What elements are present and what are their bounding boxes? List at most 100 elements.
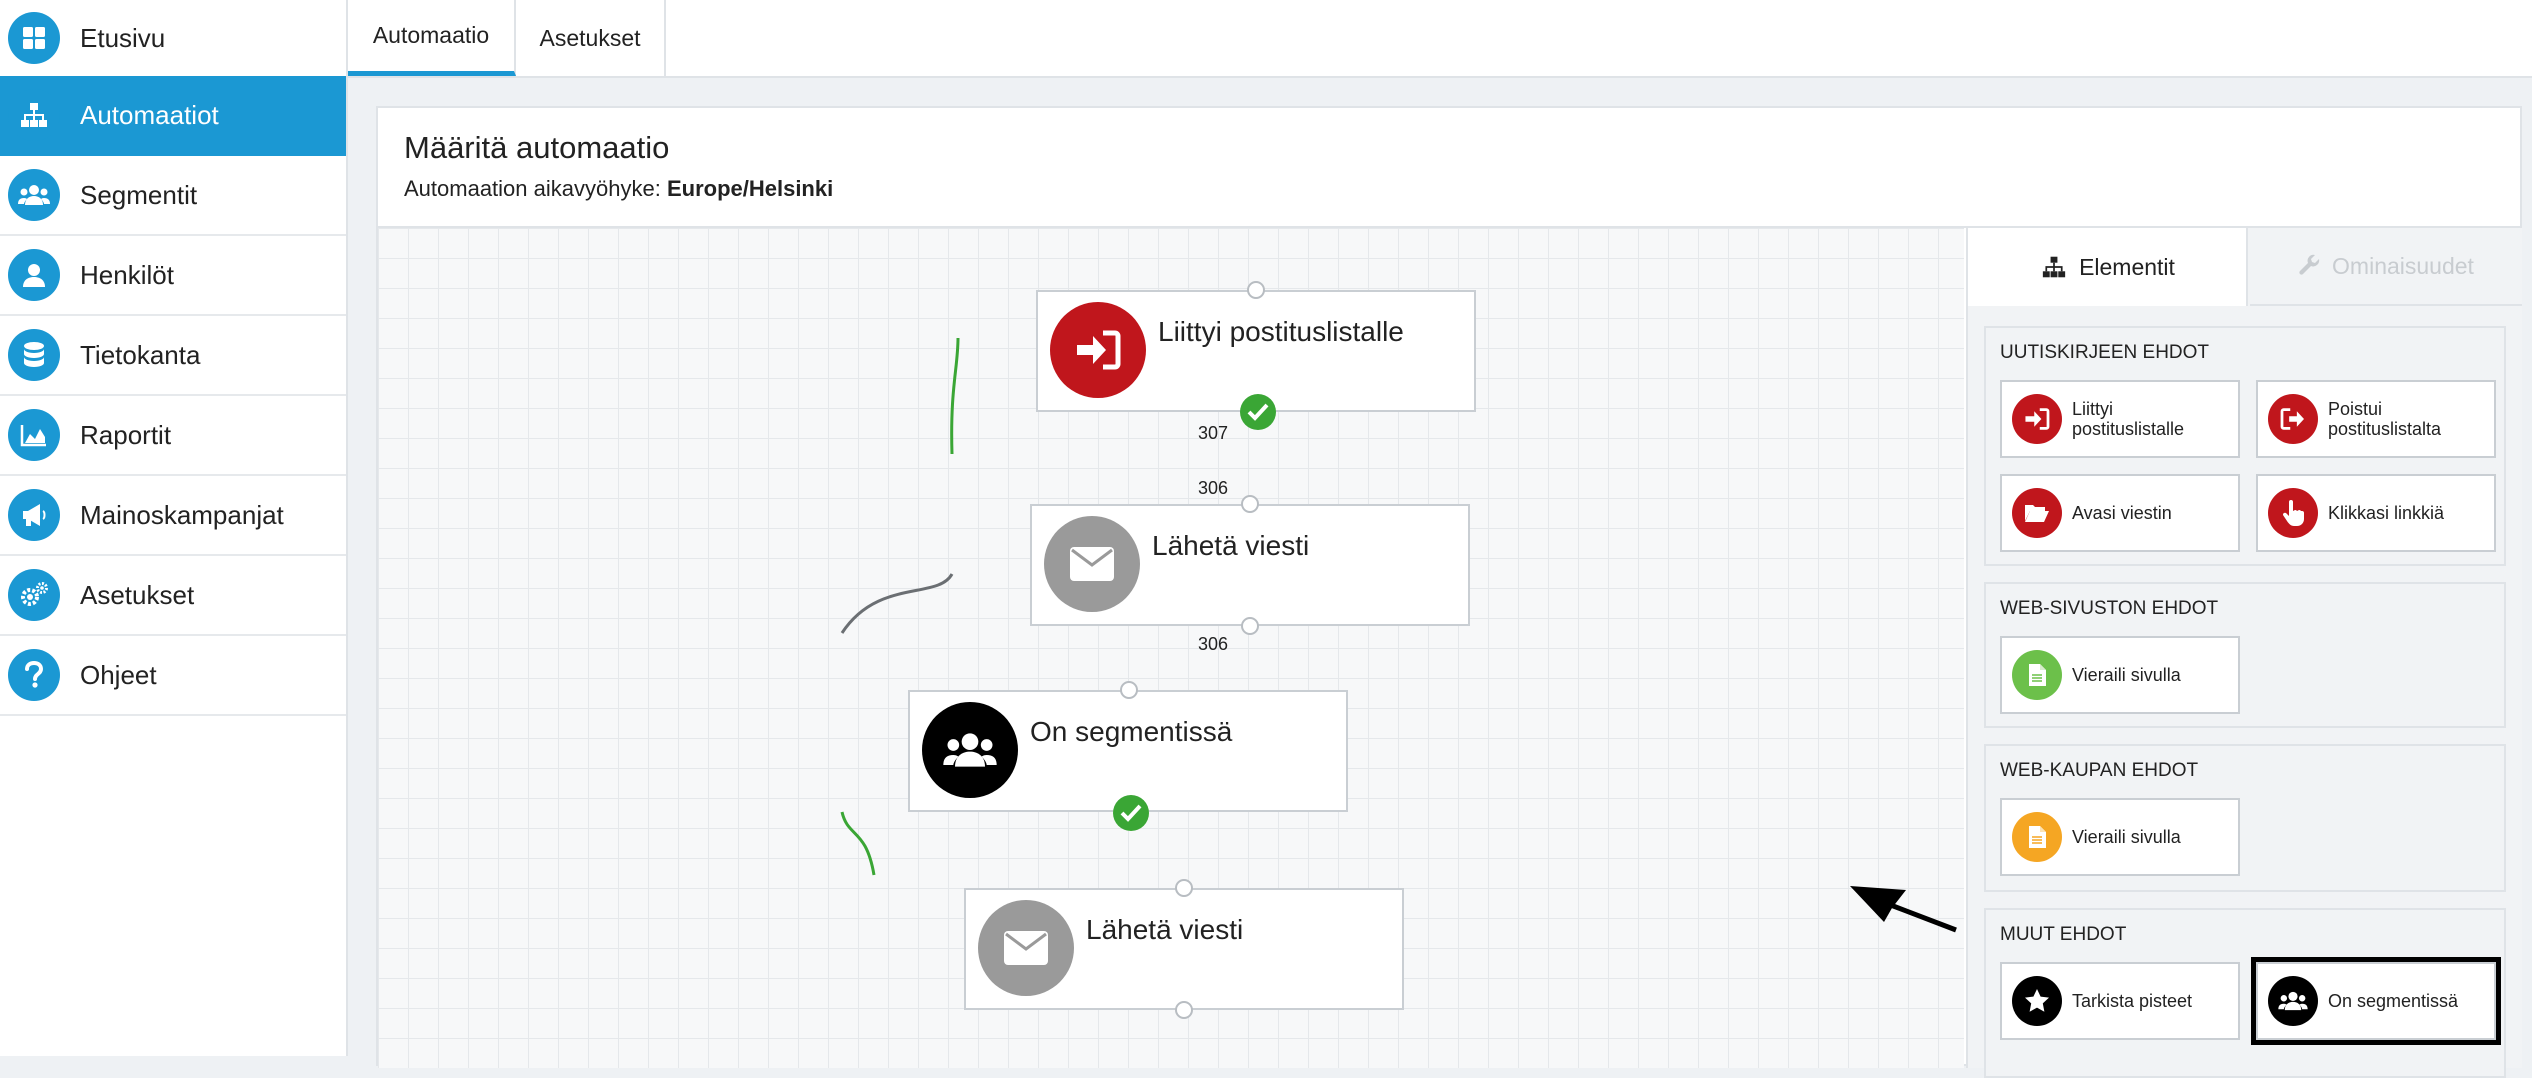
tab-label: Ominaisuudet [2332,252,2474,279]
element-label: Avasi viestin [2072,503,2172,523]
timezone-value: Europe/Helsinki [666,176,834,201]
connector-count: 306 [1198,478,1229,498]
sidebar-item-label: Segmentit [80,179,198,210]
connector-count: 307 [1198,423,1229,443]
document-icon [2012,812,2062,862]
envelope-icon [978,900,1074,996]
sidebar: Etusivu Automaatiot Segmentit Henkilöt T… [0,0,348,1056]
group-title: WEB-SIVUSTON EHDOT [2000,598,2219,619]
element-group-other: MUUT EHDOT Tarkista pisteet On segmentis… [1984,908,2506,1078]
tab-automaatio[interactable]: Automaatio [348,0,516,76]
element-label: Klikkasi linkkiä [2328,503,2445,523]
sitemap-icon [2042,256,2066,278]
element-shop-visited-page-button[interactable]: Vieraili sivulla [2000,798,2240,876]
sidebar-item-label: Asetukset [80,579,195,610]
check-icon [1113,795,1149,831]
workflow-node-send-message[interactable]: Lähetä viesti [964,888,1404,1010]
workflow-node-send-message[interactable]: Lähetä viesti [1030,504,1470,626]
sidebar-item-mainoskampanjat[interactable]: Mainoskampanjat [0,476,346,556]
element-group-webshop: WEB-KAUPAN EHDOT Vieraili sivulla [1984,744,2506,892]
sidebar-item-asetukset[interactable]: Asetukset [0,556,346,636]
connector-count: 306 [1198,634,1229,654]
element-label: Liittyi postituslistalle [2072,399,2185,439]
group-title: MUUT EHDOT [2000,924,2127,945]
element-label: Vieraili sivulla [2072,665,2181,685]
element-group-website: WEB-SIVUSTON EHDOT Vieraili sivulla [1984,582,2506,728]
element-visited-page-button[interactable]: Vieraili sivulla [2000,636,2240,714]
sidebar-item-raportit[interactable]: Raportit [0,396,346,476]
element-group-newsletter: UUTISKIRJEEN EHDOT Liittyi postituslista… [1984,326,2506,566]
sidebar-item-ohjeet[interactable]: Ohjeet [0,636,346,716]
sidebar-item-label: Mainoskampanjat [80,499,284,530]
element-label: Tarkista pisteet [2072,991,2193,1011]
workflow-node-in-segment[interactable]: On segmentissä [908,690,1348,812]
pointer-hand-icon [2268,488,2318,538]
element-clicked-link-button[interactable]: Klikkasi linkkiä [2256,474,2496,552]
grid-icon [8,12,60,64]
document-icon [2012,650,2062,700]
envelope-icon [1044,516,1140,612]
sidebar-item-tietokanta[interactable]: Tietokanta [0,316,346,396]
sidebar-item-label: Raportit [80,419,172,450]
connector-line [950,337,960,455]
node-input-port[interactable] [1247,281,1265,299]
node-input-port[interactable] [1120,681,1138,699]
tab-label: Elementit [2079,253,2175,280]
sidebar-item-henkilot[interactable]: Henkilöt [0,236,346,316]
tab-elementit[interactable]: Elementit [1968,228,2248,306]
page-title: Määritä automaatio [404,130,670,165]
users-icon [922,702,1018,798]
connector-layer [840,337,960,876]
sign-in-icon [2012,394,2062,444]
sidebar-item-label: Automaatiot [80,99,219,130]
sidebar-item-label: Etusivu [80,22,166,53]
annotation-arrow-icon [1850,886,1957,933]
node-label: Lähetä viesti [1152,530,1310,561]
question-icon [8,649,60,701]
node-label: On segmentissä [1030,716,1233,747]
star-icon [2012,976,2062,1026]
sign-in-icon [1050,302,1146,398]
element-subscribed-button[interactable]: Liittyi postituslistalle [2000,380,2240,458]
wrench-icon [2299,254,2320,275]
element-label: Vieraili sivulla [2072,827,2181,847]
user-icon [8,249,60,301]
sitemap-icon [8,89,60,141]
group-title: WEB-KAUPAN EHDOT [2000,760,2199,781]
node-input-port[interactable] [1175,879,1193,897]
panel-header: Määritä automaatio Automaation aikavyöhy… [378,108,2520,228]
node-output-port[interactable] [1241,617,1259,635]
element-label: On segmentissä [2328,991,2459,1011]
workflow-node-subscribed[interactable]: Liittyi postituslistalle [1036,290,1476,412]
connector-line [840,573,954,634]
automation-panel: Määritä automaatio Automaation aikavyöhy… [376,106,2522,1078]
workflow-canvas[interactable]: Liittyi postituslistalle 307 306 Lähetä … [378,228,1964,1068]
sidebar-item-label: Tietokanta [80,339,201,370]
elements-panel: Elementit Ominaisuudet UUTISKIRJEEN EHDO… [1966,228,2522,1078]
megaphone-icon [8,489,60,541]
area-chart-icon [8,409,60,461]
element-unsubscribed-button[interactable]: Poistui postituslistalta [2256,380,2496,458]
sidebar-item-automaatiot[interactable]: Automaatiot [0,76,346,156]
folder-open-icon [2012,488,2062,538]
sidebar-item-segmentit[interactable]: Segmentit [0,156,346,236]
element-opened-message-button[interactable]: Avasi viestin [2000,474,2240,552]
users-icon [2268,976,2318,1026]
timezone-label: Automaation aikavyöhyke: [404,176,661,201]
element-check-points-button[interactable]: Tarkista pisteet [2000,962,2240,1040]
tab-ominaisuudet[interactable]: Ominaisuudet [2250,228,2522,306]
sidebar-item-label: Ohjeet [80,659,157,690]
database-icon [8,329,60,381]
gears-icon [8,569,60,621]
sign-out-icon [2268,394,2318,444]
element-in-segment-button[interactable]: On segmentissä [2251,957,2501,1045]
sidebar-item-etusivu[interactable]: Etusivu [0,0,346,78]
tab-asetukset[interactable]: Asetukset [516,0,666,76]
timezone-line: Automaation aikavyöhyke: Europe/Helsinki [404,176,833,202]
check-icon [1240,394,1276,430]
node-input-port[interactable] [1241,495,1259,513]
node-output-port[interactable] [1175,1001,1193,1019]
group-title: UUTISKIRJEEN EHDOT [2000,342,2210,363]
top-tab-bar: Automaatio Asetukset [348,0,2532,78]
node-label: Liittyi postituslistalle [1158,316,1404,347]
